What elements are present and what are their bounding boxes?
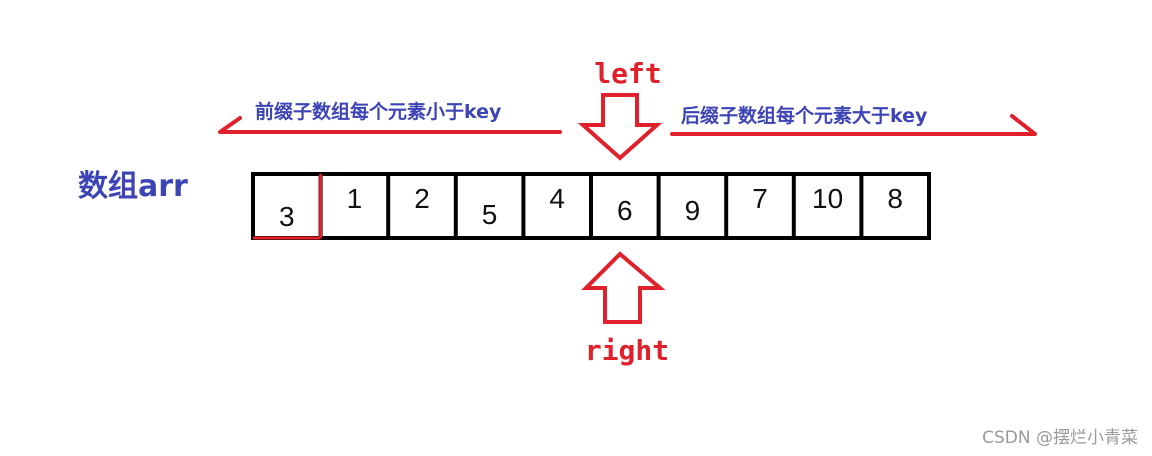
array-cell-value: 5 — [482, 199, 498, 230]
watermark: CSDN @摆烂小青菜 — [982, 428, 1138, 448]
array-cell-value: 3 — [279, 201, 295, 232]
array-cell-value: 1 — [347, 183, 363, 214]
array-cell-value: 2 — [414, 183, 430, 214]
left-pointer-arrow — [577, 93, 663, 161]
array-label: 数组arr — [78, 169, 188, 204]
right-pointer-label: right — [585, 334, 669, 367]
prefix-note: 前缀子数组每个元素小于key — [255, 100, 502, 123]
array-cell-value: 6 — [617, 195, 633, 226]
array-cell-value: 7 — [752, 183, 768, 214]
array-cells: 3 1 2 5 4 6 9 7 10 8 — [251, 172, 931, 240]
suffix-note: 后缀子数组每个元素大于key — [681, 104, 928, 127]
prefix-arrow — [218, 116, 562, 134]
suffix-arrow — [670, 114, 1037, 136]
array-cell-value: 8 — [887, 183, 903, 214]
array-cell-value: 10 — [812, 183, 843, 214]
right-pointer-arrow — [581, 251, 666, 324]
array-cell-value: 9 — [685, 195, 701, 226]
left-pointer-label: left — [594, 57, 661, 90]
array-cell-value: 4 — [549, 183, 565, 214]
